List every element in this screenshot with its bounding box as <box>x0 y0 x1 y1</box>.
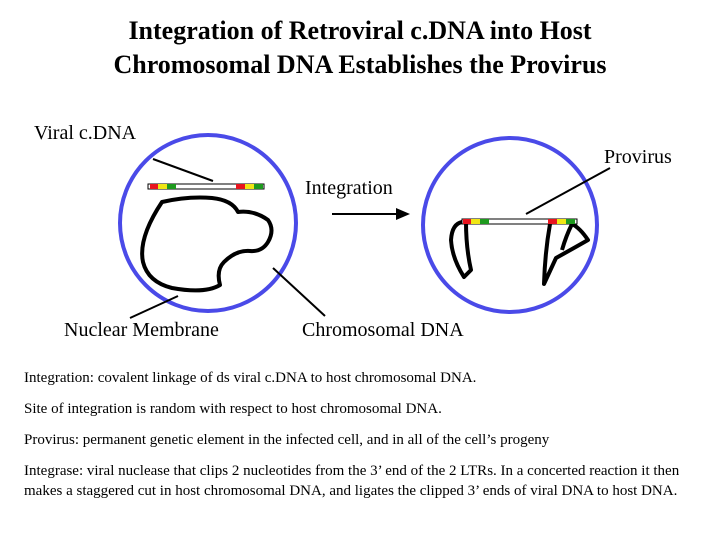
viral-cdna-segment <box>147 183 265 190</box>
chromosomal-dna-pointer <box>272 267 326 317</box>
nuclear-membrane-label: Nuclear Membrane <box>64 319 219 341</box>
provirus-label: Provirus <box>604 146 672 168</box>
chromosomal-dna-right-left-loop <box>449 220 473 279</box>
integration-label: Integration <box>305 177 393 199</box>
chromosomal-dna-label: Chromosomal DNA <box>302 319 464 341</box>
viral-cdna-label: Viral c.DNA <box>34 122 137 144</box>
chromosomal-dna-right-right-loop <box>542 222 590 286</box>
note-integration: Integration: covalent linkage of ds vira… <box>24 370 477 386</box>
note-integrase: Integrase: viral nuclease that clips 2 n… <box>24 463 680 499</box>
nuclear-membrane-left <box>118 133 298 313</box>
integration-arrow <box>332 208 410 220</box>
title-line-2: Chromosomal DNA Establishes the Provirus <box>113 50 607 79</box>
chromosomal-dna-left <box>140 195 274 293</box>
integrated-provirus-segment <box>461 218 578 225</box>
note-provirus: Provirus: permanent genetic element in t… <box>24 432 550 448</box>
title-line-1: Integration of Retroviral c.DNA into Hos… <box>128 16 592 45</box>
nuclear-membrane-right <box>421 136 599 314</box>
page-title: Integration of Retroviral c.DNA into Hos… <box>0 14 720 82</box>
note-integration-site: Site of integration is random with respe… <box>24 401 442 417</box>
viral-cdna-pointer <box>152 158 214 182</box>
provirus-pointer <box>525 167 611 215</box>
nuclear-membrane-pointer <box>129 295 179 319</box>
notes-list: Integration: covalent linkage of ds vira… <box>24 368 704 512</box>
